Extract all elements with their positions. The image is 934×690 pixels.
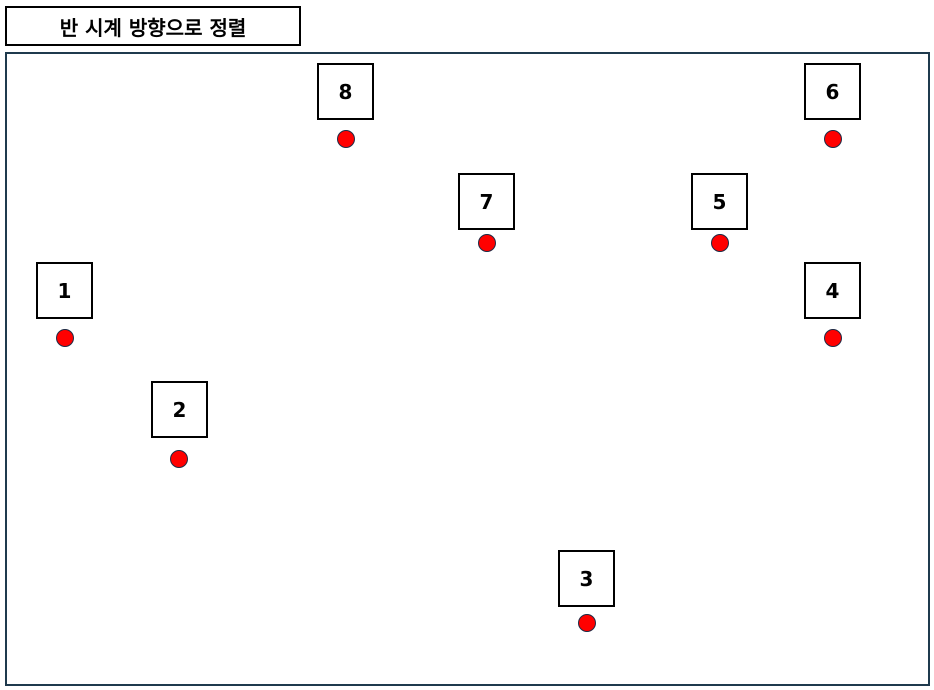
node-box-7: 7 [458,173,515,230]
node-box-8: 8 [317,63,374,120]
node-box-1: 1 [36,262,93,319]
diagram-canvas: 8 6 7 5 1 4 2 3 [5,52,930,686]
node-dot-8 [337,130,355,148]
node-dot-7 [478,234,496,252]
node-dot-6 [824,130,842,148]
node-box-2: 2 [151,381,208,438]
node-dot-4 [824,329,842,347]
node-box-5: 5 [691,173,748,230]
node-dot-1 [56,329,74,347]
node-box-4: 4 [804,262,861,319]
node-box-6: 6 [804,63,861,120]
page-title: 반 시계 방향으로 정렬 [5,6,301,46]
node-box-3: 3 [558,550,615,607]
node-dot-5 [711,234,729,252]
node-dot-3 [578,614,596,632]
node-dot-2 [170,450,188,468]
